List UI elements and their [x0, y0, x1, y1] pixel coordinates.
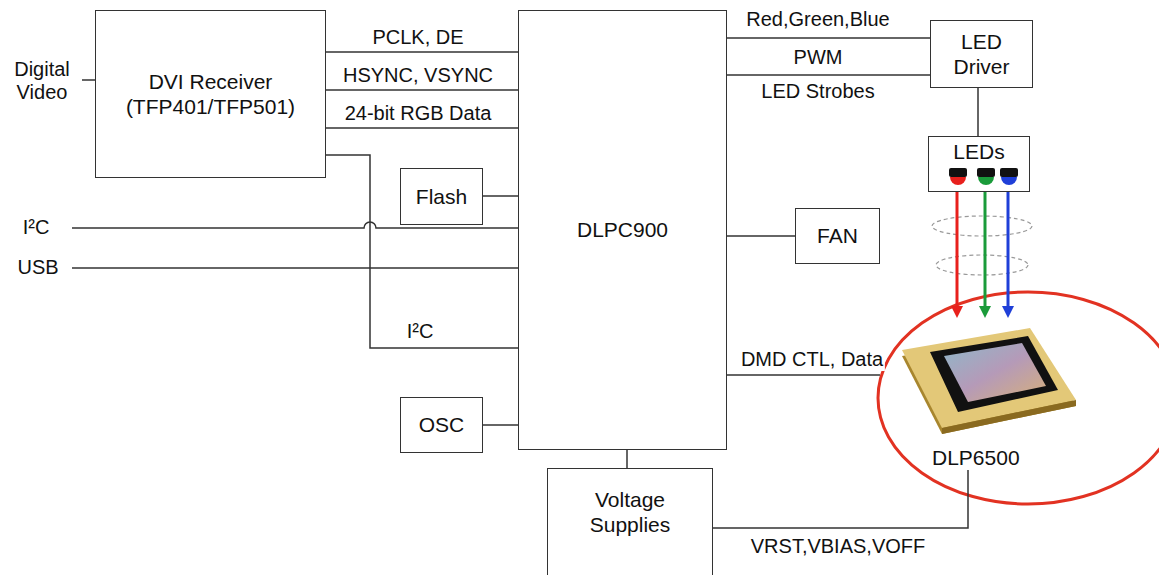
node-label: LEDs — [949, 139, 1008, 164]
signal-label: I²C — [405, 320, 436, 343]
lens-outline — [932, 216, 1032, 236]
led-box: LEDs — [928, 136, 1030, 192]
lens-outline — [936, 255, 1028, 275]
bus-label: I²C — [21, 216, 52, 239]
connector — [727, 375, 880, 376]
connector — [326, 90, 518, 91]
fan-box: FAN — [795, 208, 880, 264]
node-label: DLPC900 — [573, 217, 672, 242]
oscillator-box: OSC — [400, 397, 483, 453]
led-bulbs — [929, 165, 1031, 191]
dmd-chip: DLP6500 — [880, 318, 1080, 470]
signal-label: DMD CTL, Data — [739, 348, 885, 371]
signal-label: PWM — [792, 46, 845, 69]
connector — [483, 425, 518, 426]
connector — [326, 128, 518, 129]
connector — [326, 155, 518, 348]
connector — [483, 196, 518, 197]
connector — [1002, 192, 1014, 318]
connector — [727, 236, 795, 237]
highlight-circle — [878, 292, 1159, 504]
flash-box: Flash — [400, 168, 483, 225]
signal-label: HSYNC, VSYNC — [341, 64, 495, 87]
node-label: DVI Receiver (TFP401/TFP501) — [96, 69, 325, 119]
node-label: FAN — [813, 223, 862, 248]
signal-label: Red,Green,Blue — [744, 8, 891, 31]
node-label: LED Driver — [931, 29, 1032, 79]
connector — [727, 38, 930, 39]
controller-box: DLPC900 — [518, 10, 727, 450]
connector — [713, 470, 968, 528]
voltage-supply-box: Voltage Supplies — [547, 468, 713, 575]
connector — [978, 88, 979, 136]
node-label: OSC — [415, 412, 469, 437]
node-label: Flash — [412, 184, 471, 209]
node-label: DLP6500 — [928, 445, 1024, 470]
bus-label: USB — [15, 256, 60, 279]
led-driver-box: LED Driver — [930, 20, 1033, 88]
connector — [326, 52, 518, 53]
node-label: Voltage Supplies — [548, 487, 712, 537]
dmd-chip-illustration — [880, 322, 1080, 442]
usb-wire — [72, 267, 518, 269]
video-input-wire — [82, 79, 95, 81]
connector — [627, 450, 628, 468]
dvi-receiver-box: DVI Receiver (TFP401/TFP501) — [95, 10, 326, 178]
signal-label: PCLK, DE — [370, 26, 465, 49]
input-label: Digital Video — [4, 58, 80, 104]
signal-label: LED Strobes — [759, 80, 876, 103]
connector — [951, 192, 963, 318]
signal-label: VRST,VBIAS,VOFF — [749, 535, 927, 558]
connector — [727, 75, 930, 76]
signal-label: 24-bit RGB Data — [343, 102, 494, 125]
connector — [979, 192, 991, 318]
